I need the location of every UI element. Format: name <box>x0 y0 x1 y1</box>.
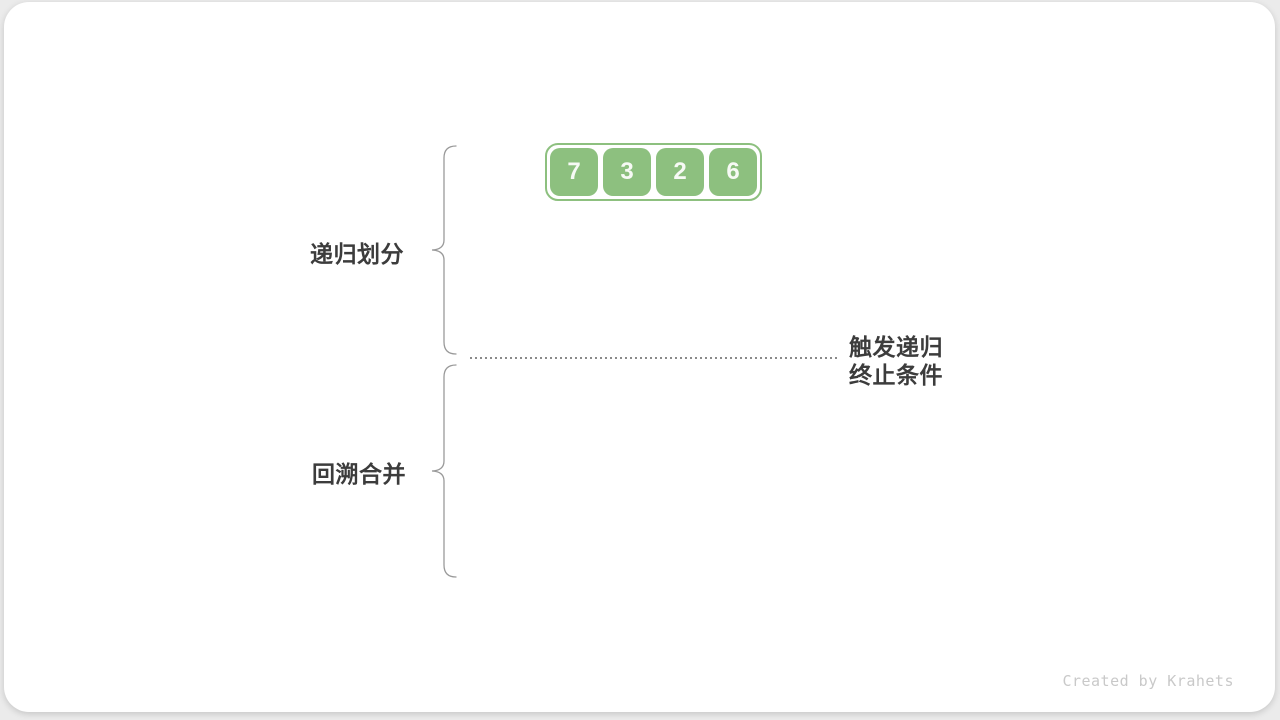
annotation-line-1: 触发递归 <box>849 334 943 360</box>
recursion-boundary-dotted-line <box>470 357 837 359</box>
phase-label-recursive-partition: 递归划分 <box>310 241 404 267</box>
diagram-card: 7 3 2 6 递归划分 回溯合并 触发递归 终止条件 Created by K… <box>4 2 1275 712</box>
annotation-line-2: 终止条件 <box>849 362 943 388</box>
array-cell: 3 <box>603 148 651 196</box>
array-cell: 6 <box>709 148 757 196</box>
curly-brace-bottom <box>431 364 457 578</box>
annotation-terminate-condition: 触发递归 终止条件 <box>849 333 943 389</box>
array-cell: 7 <box>550 148 598 196</box>
watermark-credit: Created by Krahets <box>1062 672 1234 690</box>
curly-brace-top <box>431 145 457 355</box>
phase-label-backtrack-merge: 回溯合并 <box>312 461 406 487</box>
array-container: 7 3 2 6 <box>545 143 762 201</box>
array-cell: 2 <box>656 148 704 196</box>
